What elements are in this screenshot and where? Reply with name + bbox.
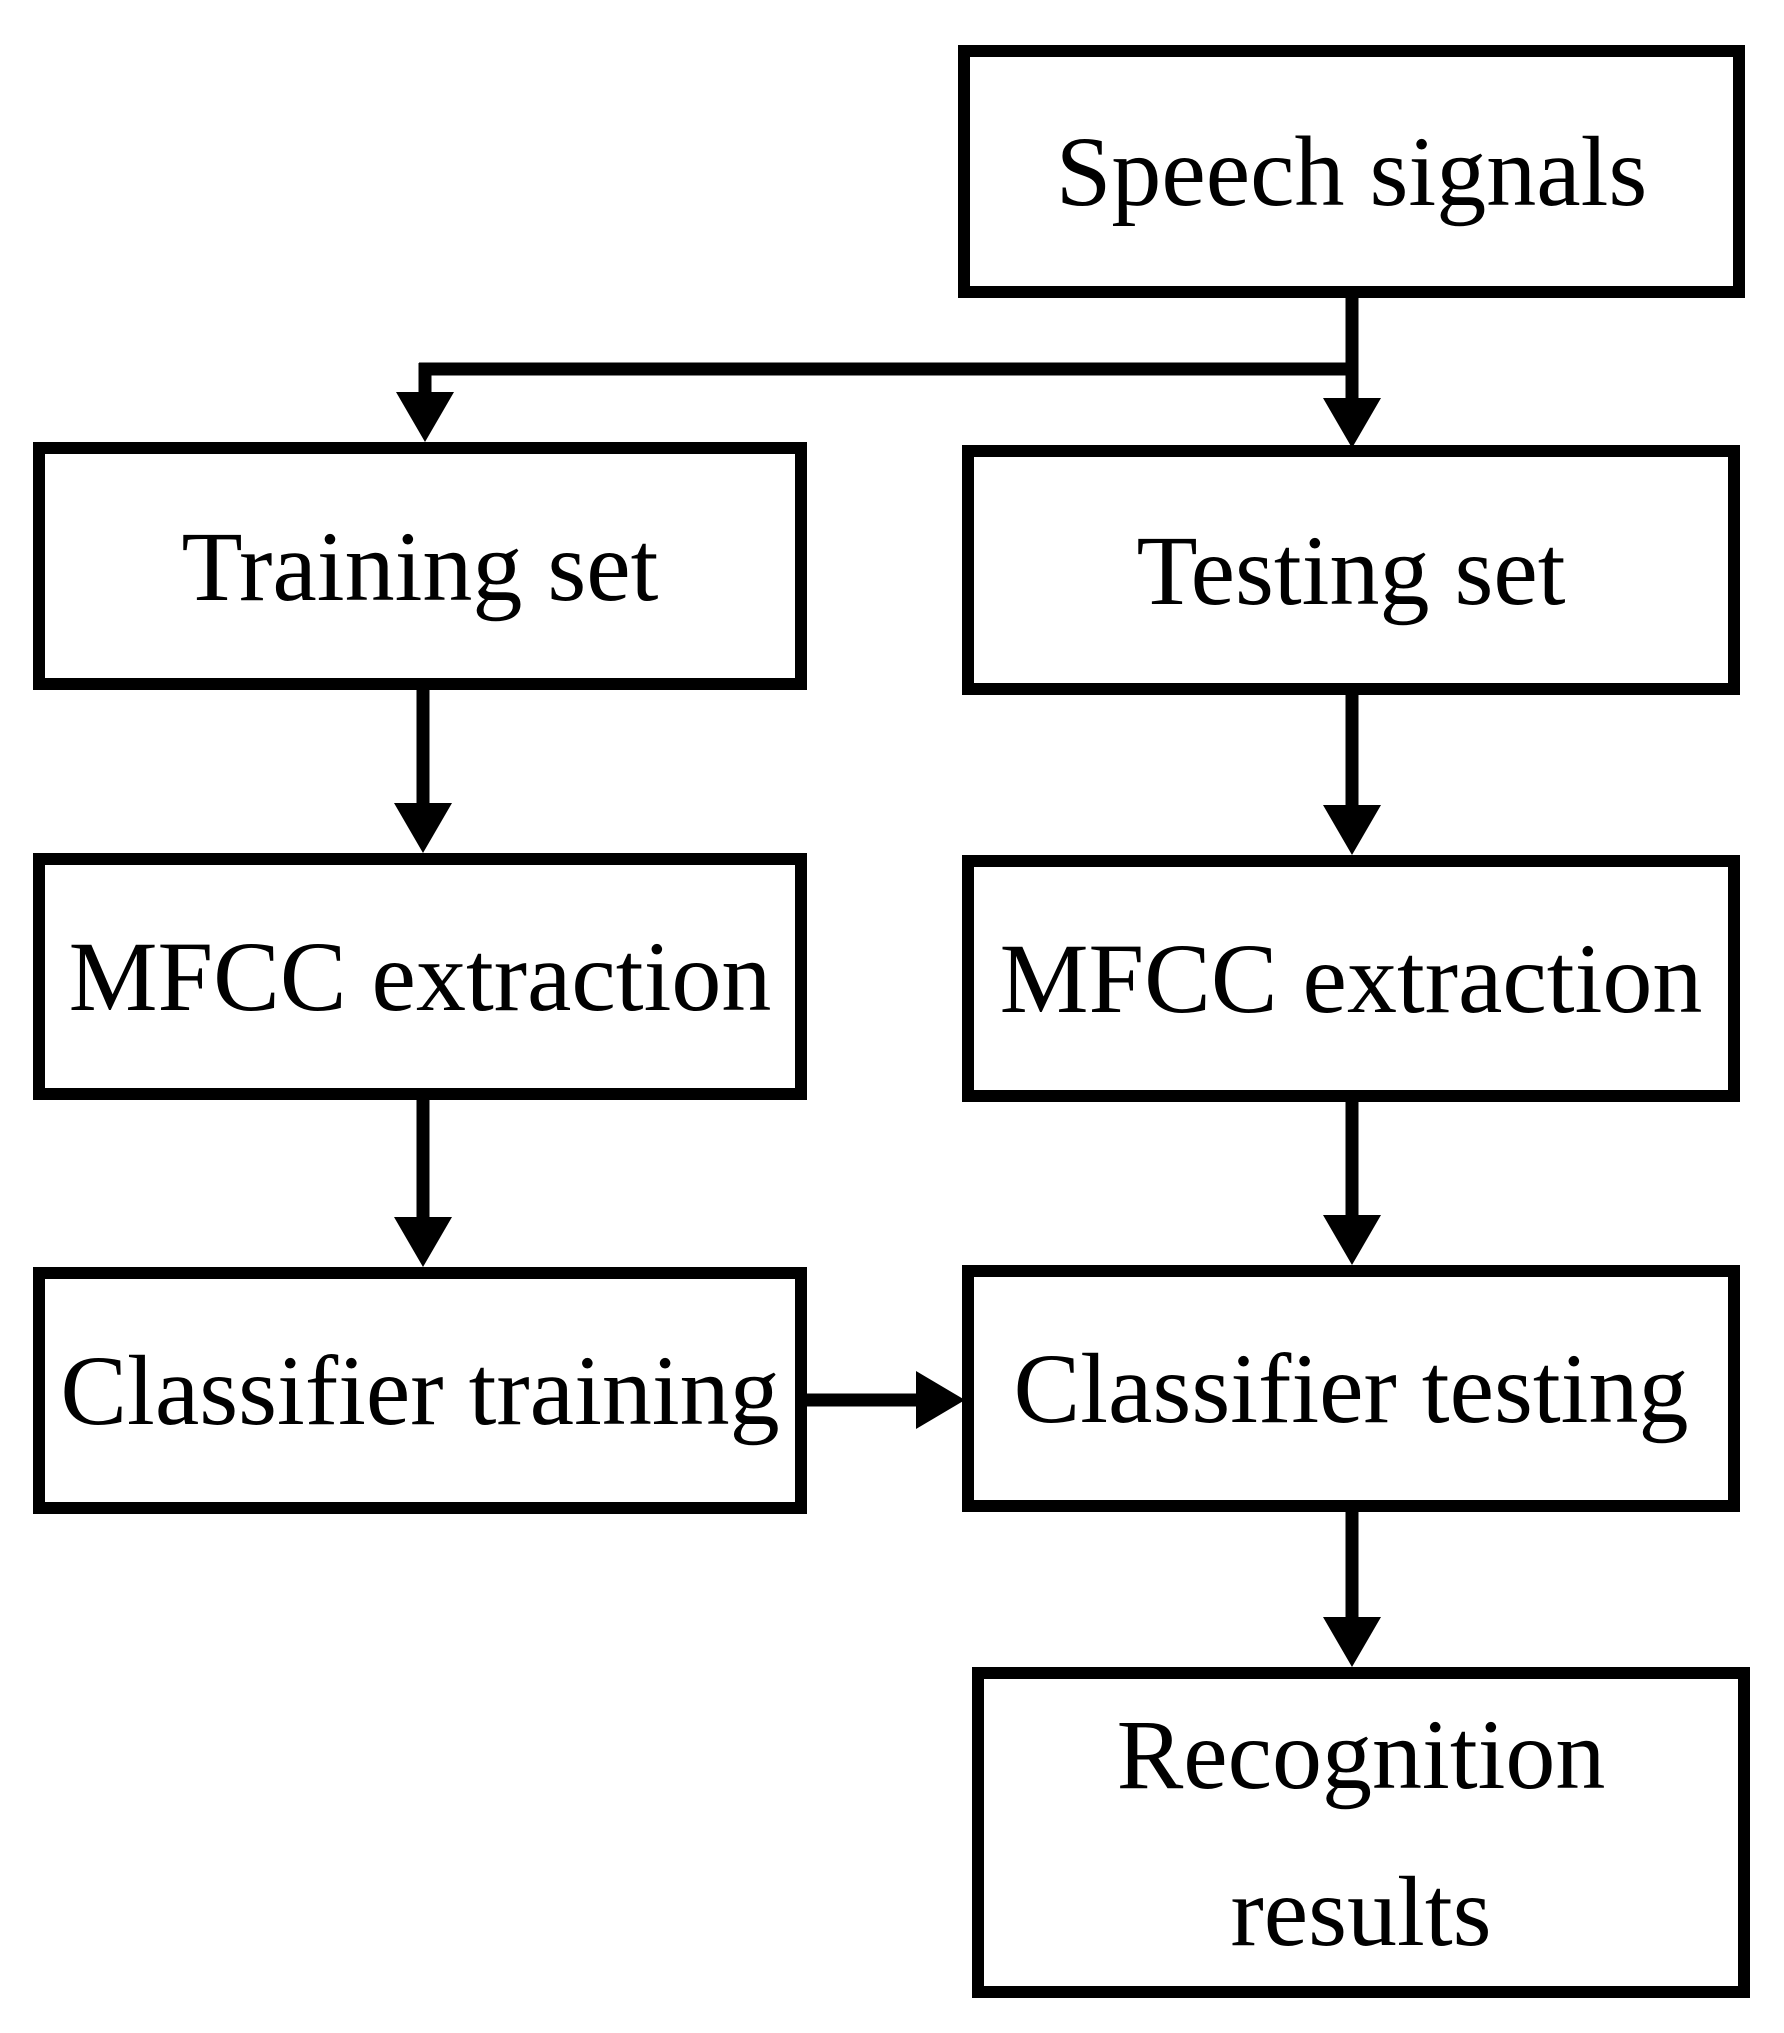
edge-speech-to-testing-arrowhead xyxy=(1323,398,1381,448)
node-classifier-testing: Classifier testing xyxy=(962,1265,1740,1512)
node-label-recognition-line2: results xyxy=(1230,1855,1492,1967)
edge-mfcc-to-classifier-testing-arrowhead xyxy=(1323,1215,1381,1265)
edge-classifier-testing-to-recognition-arrowhead xyxy=(1323,1617,1381,1667)
edge-training-to-mfcc-arrowhead xyxy=(394,803,452,853)
node-label-classifier-training: Classifier training xyxy=(60,1335,780,1446)
edge-classifier-training-to-testing-arrowhead xyxy=(916,1371,965,1429)
node-testing-set: Testing set xyxy=(962,445,1740,695)
node-classifier-training: Classifier training xyxy=(33,1267,807,1514)
node-mfcc-extraction-test: MFCC extraction xyxy=(962,855,1740,1102)
node-speech-signals: Speech signals xyxy=(958,45,1745,298)
node-label-training-set: Training set xyxy=(181,510,659,622)
node-label-recognition-line1: Recognition xyxy=(1116,1698,1606,1810)
node-label-mfcc-extraction-test: MFCC extraction xyxy=(999,923,1703,1034)
edge-testing-to-mfcc-arrowhead xyxy=(1323,805,1381,855)
node-label-testing-set: Testing set xyxy=(1136,514,1566,626)
node-label-speech-signals: Speech signals xyxy=(1055,116,1648,227)
edge-mfcc-to-classifier-training-arrowhead xyxy=(394,1217,452,1267)
node-recognition-results: Recognition results xyxy=(972,1667,1750,1998)
edge-branch-to-training-arrowhead xyxy=(396,392,454,442)
node-label-classifier-testing: Classifier testing xyxy=(1013,1333,1689,1444)
node-training-set: Training set xyxy=(33,442,807,690)
node-label-mfcc-extraction-train: MFCC extraction xyxy=(68,921,772,1032)
node-mfcc-extraction-train: MFCC extraction xyxy=(33,853,807,1100)
